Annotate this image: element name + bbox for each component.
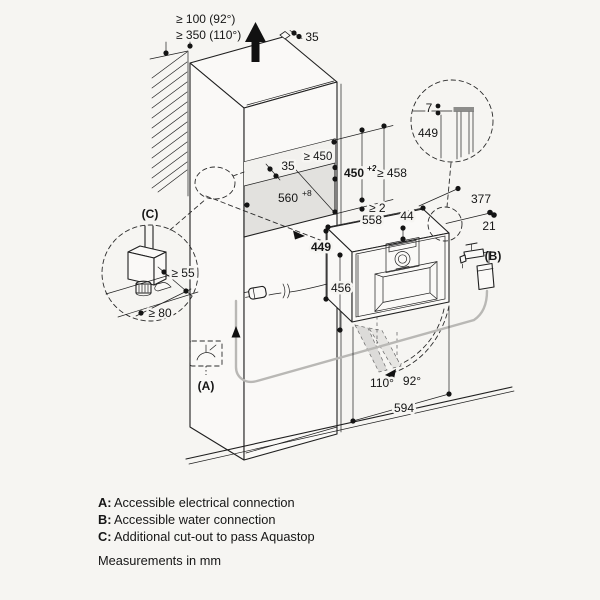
insertion-line: [205, 195, 347, 251]
wall-hatch: [149, 50, 189, 197]
detail-c: (C) ≥ 55 ≥ 80: [101, 207, 199, 323]
connection-side-offset-label: 377: [471, 192, 491, 206]
aquastop-valve-icon: [476, 262, 495, 291]
legend-key-b: B:: [98, 512, 112, 527]
socket-icon: [196, 344, 217, 361]
niche-height-label: ≥ 450: [304, 151, 333, 163]
legend-key-a: A:: [98, 495, 112, 510]
callout-b-label: (B): [485, 249, 502, 263]
legend-text-a: Accessible electrical connection: [114, 495, 295, 510]
legend-text-b: Accessible water connection: [114, 512, 276, 527]
connection-edge-offset-label: 21: [482, 219, 496, 233]
legend-key-c: C:: [98, 529, 112, 544]
niche-width-tolerance: +8: [302, 188, 312, 198]
measurements-note: Measurements in mm: [98, 553, 222, 568]
niche-front-depth-label: 35: [281, 159, 295, 173]
legend-text-c: Additional cut-out to pass Aquastop: [114, 529, 315, 544]
hose-routing: [231, 289, 489, 384]
cutout-gap-label: ≥ 2: [369, 201, 386, 215]
hose-direction-arrow: [231, 326, 241, 338]
power-cord: [244, 283, 328, 300]
niche-width-label: 560: [278, 191, 298, 205]
clearance-annotations: ≥ 100 (92°) ≥ 350 (110°) 35: [163, 12, 319, 62]
clearance-110-label: ≥ 350 (110°): [176, 28, 241, 42]
callout-c-label: (C): [142, 207, 159, 221]
appliance-niche: 35 ≥ 450 560 +8: [243, 138, 338, 238]
appliance-width-label: 558: [362, 213, 382, 227]
inset-front-gap-label: 7: [426, 101, 433, 115]
legend: A: Accessible electrical connection B: A…: [98, 494, 315, 545]
callout-a-label: (A): [198, 379, 215, 393]
clearance-92-label: ≥ 100 (92°): [176, 12, 235, 26]
detail-inset-top: 7 449: [410, 79, 494, 242]
door-angle-92-label: 92°: [403, 374, 421, 388]
legend-row-c: C: Additional cut-out to pass Aquastop: [98, 528, 315, 545]
cutout-width-label: ≥ 55: [171, 266, 195, 280]
appliance-depth-label: 456: [331, 281, 351, 295]
connection-b: (B): [459, 242, 502, 291]
legend-row-a: A: Accessible electrical connection: [98, 494, 315, 511]
inset-height-label: 449: [418, 126, 438, 140]
cutout-depth-label: ≥ 80: [148, 306, 172, 320]
door-angle-110-label: 110°: [370, 376, 394, 390]
power-plug-icon: [244, 285, 267, 300]
cutout-slot-icon: [154, 282, 172, 292]
water-tap-icon: [459, 242, 492, 269]
appliance-top-offset-label: 44: [400, 209, 414, 223]
cutout-height-label: 450: [344, 166, 364, 180]
open-door-width-label: 594: [394, 401, 414, 415]
cutout-outer-height-label: ≥ 458: [377, 166, 407, 180]
rear-offset-label: 35: [305, 30, 319, 44]
door-top-section: [453, 107, 474, 112]
door-swing: 110° 92°: [354, 305, 450, 393]
appliance-dimensions: 558 44 449 456 377 21 594: [308, 185, 498, 424]
dispenser-spout-icon: [394, 251, 411, 267]
connection-a: (A): [189, 340, 223, 393]
coffee-machine: [326, 208, 450, 323]
up-arrow-icon: [245, 22, 266, 62]
cutout-dimensions: 450 +2 ≥ 458 ≥ 2: [334, 123, 410, 218]
appliance-height-label: 449: [311, 240, 331, 254]
legend-row-b: B: Accessible water connection: [98, 511, 315, 528]
cutout-height-tolerance: +2: [367, 163, 377, 173]
